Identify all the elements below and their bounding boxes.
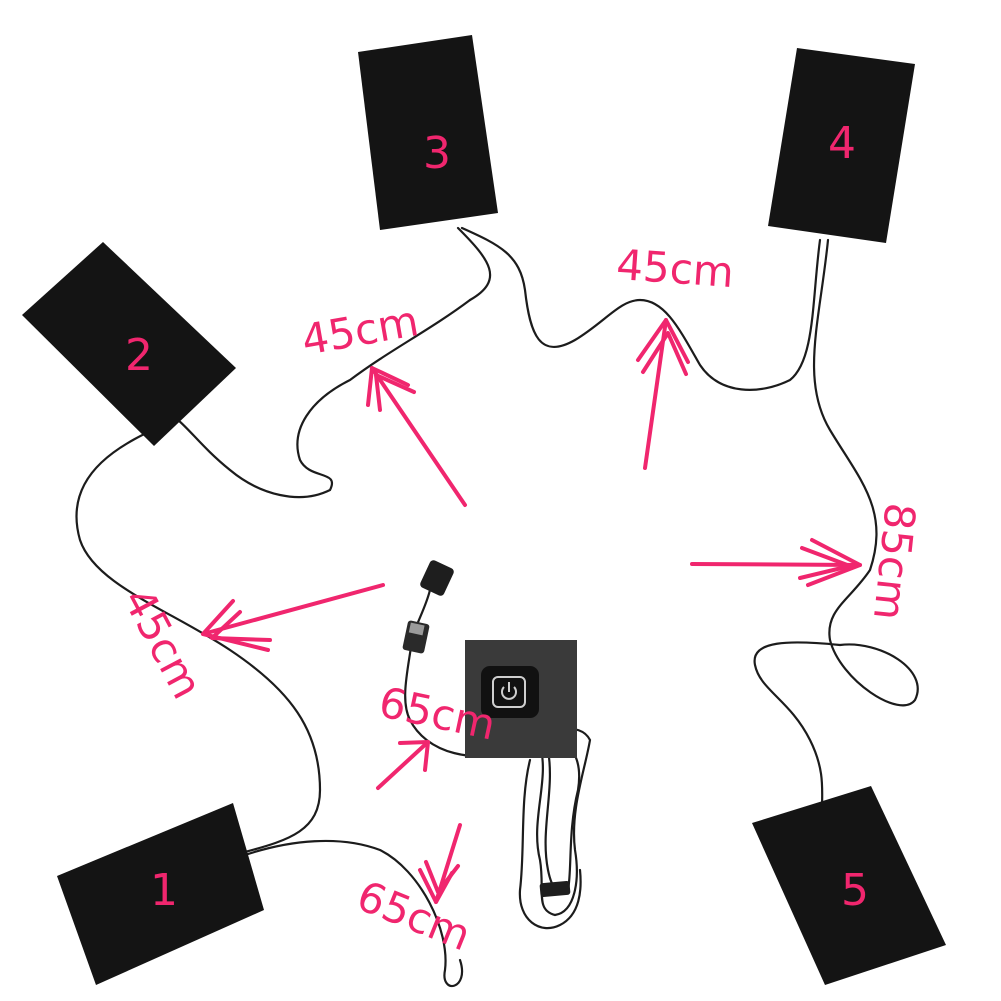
length-label-pad1-pad2: 45cm: [114, 580, 212, 707]
length-label-pad4-pad5: 85cm: [864, 501, 925, 623]
length-label-pad3-pad4: 45cm: [615, 240, 736, 297]
length-label-pad2-pad3: 45cm: [298, 296, 422, 365]
wire-coil: [536, 727, 592, 917]
pad-2-surface: [22, 242, 236, 446]
pad-1-number: 1: [150, 865, 178, 916]
wire-pad1-to-bottom: [243, 839, 463, 988]
pad-3: 3: [358, 35, 498, 230]
length-label-bottom: 65cm: [350, 871, 477, 960]
wire-pad2-to-pad1: [75, 420, 322, 854]
pad-1-surface: [57, 803, 264, 985]
pad-2: 2: [22, 242, 236, 446]
controller: [465, 640, 577, 758]
arrow-2: [636, 318, 690, 470]
wire-pad3-to-pad2: [176, 298, 472, 499]
wire-coil-3: [518, 758, 582, 930]
pad-5-number: 5: [841, 865, 869, 916]
arrow-1: [366, 366, 467, 507]
pad-3-surface: [358, 35, 498, 230]
pad-5-surface: [752, 786, 946, 985]
pad-4-number: 4: [828, 118, 856, 169]
arrow-5: [376, 740, 430, 790]
pad-2-number: 2: [125, 330, 153, 381]
pad-1: 1: [57, 803, 264, 985]
power-icon: [492, 676, 526, 708]
usb-plug: [402, 560, 454, 654]
pad-4: 4: [768, 48, 915, 243]
annotation-arrows: [201, 318, 862, 904]
usb-connector-head: [420, 560, 454, 596]
arrow-6: [418, 823, 462, 904]
pad-4-surface: [768, 48, 915, 243]
arrow-3: [201, 583, 385, 652]
pad-5: 5: [752, 786, 946, 985]
wire-pad4-to-pad5: [753, 238, 919, 812]
cord-connector: [539, 880, 571, 898]
pad-3-number: 3: [423, 128, 451, 179]
arrow-4: [690, 538, 862, 587]
wire-pad3-to-pad4: [460, 226, 822, 391]
wire-pad3-to-pad4-b: [456, 226, 492, 302]
